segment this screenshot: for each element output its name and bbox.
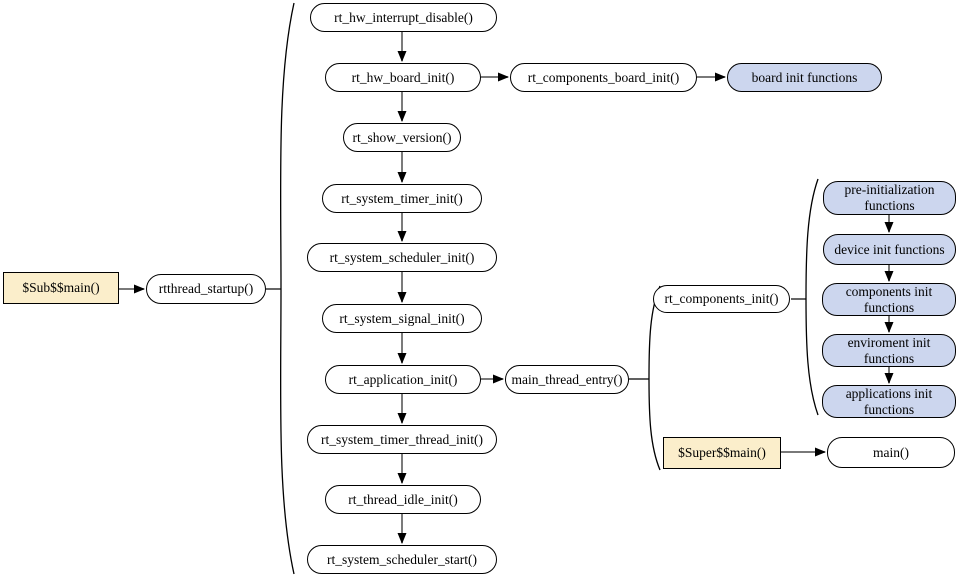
node-super-main: $Super$$main() bbox=[663, 437, 781, 469]
node-components-init: rt_components_init() bbox=[653, 285, 790, 313]
node-device-init-functions: device init functions bbox=[823, 234, 956, 265]
node-system-scheduler-start: rt_system_scheduler_start() bbox=[307, 545, 497, 574]
node-pre-init-functions: pre-initialization functions bbox=[823, 181, 956, 215]
node-thread-idle-init: rt_thread_idle_init() bbox=[325, 485, 481, 514]
node-system-timer-thread-init: rt_system_timer_thread_init() bbox=[307, 425, 497, 454]
mainthread-brace bbox=[648, 285, 661, 471]
componentsinit-brace bbox=[805, 178, 819, 416]
node-environment-init-functions: enviroment init functions bbox=[822, 334, 956, 367]
node-sub-main: $Sub$$main() bbox=[3, 272, 119, 304]
node-main-thread-entry: main_thread_entry() bbox=[505, 365, 629, 394]
node-applications-init-functions: applications init functions bbox=[822, 385, 956, 418]
node-components-board-init: rt_components_board_init() bbox=[510, 63, 697, 92]
node-components-init-functions: components init functions bbox=[822, 283, 956, 316]
node-system-timer-init: rt_system_timer_init() bbox=[322, 184, 482, 213]
node-hw-board-init: rt_hw_board_init() bbox=[325, 63, 481, 92]
node-rtthread-startup: rtthread_startup() bbox=[146, 274, 266, 304]
node-system-signal-init: rt_system_signal_init() bbox=[322, 304, 482, 333]
node-board-init-functions: board init functions bbox=[727, 63, 882, 92]
startup-brace bbox=[279, 2, 295, 575]
node-main: main() bbox=[827, 437, 955, 468]
node-application-init: rt_application_init() bbox=[325, 365, 481, 394]
node-show-version: rt_show_version() bbox=[343, 123, 461, 152]
node-hw-interrupt-disable: rt_hw_interrupt_disable() bbox=[310, 3, 497, 32]
node-system-scheduler-init: rt_system_scheduler_init() bbox=[307, 243, 497, 272]
